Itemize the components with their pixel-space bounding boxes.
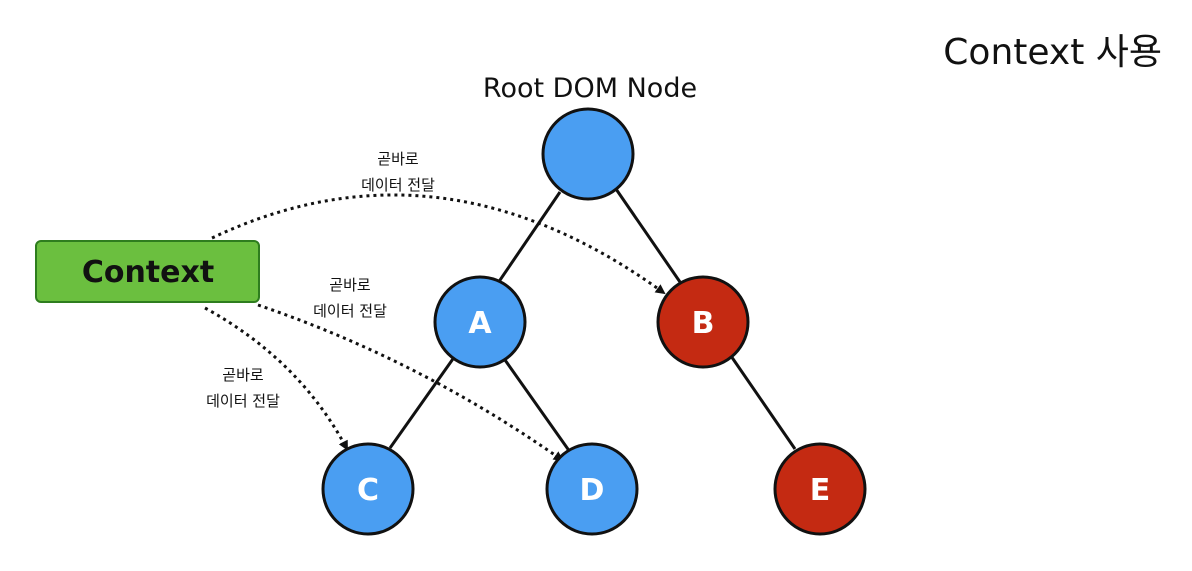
- tree-edge-b-e: [729, 355, 797, 450]
- tree-edge-root-a: [496, 191, 562, 284]
- tree-edge-root-b: [614, 188, 682, 283]
- node-c-label: C: [357, 473, 379, 508]
- node-c: C: [321, 442, 415, 536]
- edge-label-to-c-line1: 곧바로: [222, 366, 264, 384]
- tree-edge-a-c: [388, 355, 457, 449]
- edge-label-to-c-line2: 데이터 전달: [206, 392, 280, 410]
- node-root: [541, 107, 635, 201]
- node-d: D: [545, 442, 639, 536]
- context-edge-to-d: [257, 303, 564, 462]
- edge-label-to-d: 곧바로 데이터 전달: [313, 276, 387, 320]
- node-a-label: A: [468, 306, 492, 341]
- node-root-circle: [541, 107, 635, 201]
- edge-label-to-b-line1: 곧바로: [377, 150, 419, 168]
- edge-label-to-b-line2: 데이터 전달: [361, 176, 435, 194]
- node-b-circle: [656, 275, 750, 369]
- node-d-circle: [545, 442, 639, 536]
- page-title: Context 사용: [943, 32, 1162, 73]
- node-d-label: D: [580, 473, 605, 508]
- edge-label-to-d-line1: 곧바로: [329, 276, 371, 294]
- context-box-rect: [35, 240, 260, 303]
- node-a-circle: [433, 275, 527, 369]
- edge-label-to-b: 곧바로 데이터 전달: [361, 150, 435, 194]
- node-b-label: B: [692, 306, 715, 341]
- node-e: E: [773, 442, 867, 536]
- context-label: Context: [82, 255, 214, 290]
- context-edge-to-b: [211, 193, 666, 295]
- root-dom-node-label: Root DOM Node: [483, 73, 697, 104]
- tree-edges: [388, 188, 797, 453]
- tree-edge-a-d: [503, 359, 572, 453]
- node-a: A: [433, 275, 527, 369]
- node-e-circle: [773, 442, 867, 536]
- edge-label-to-c: 곧바로 데이터 전달: [206, 366, 280, 410]
- edge-label-to-d-line2: 데이터 전달: [313, 302, 387, 320]
- context-edges: [204, 193, 666, 462]
- node-e-label: E: [810, 473, 831, 508]
- node-b: B: [656, 275, 750, 369]
- context-box: Context: [35, 240, 260, 303]
- node-c-circle: [321, 442, 415, 536]
